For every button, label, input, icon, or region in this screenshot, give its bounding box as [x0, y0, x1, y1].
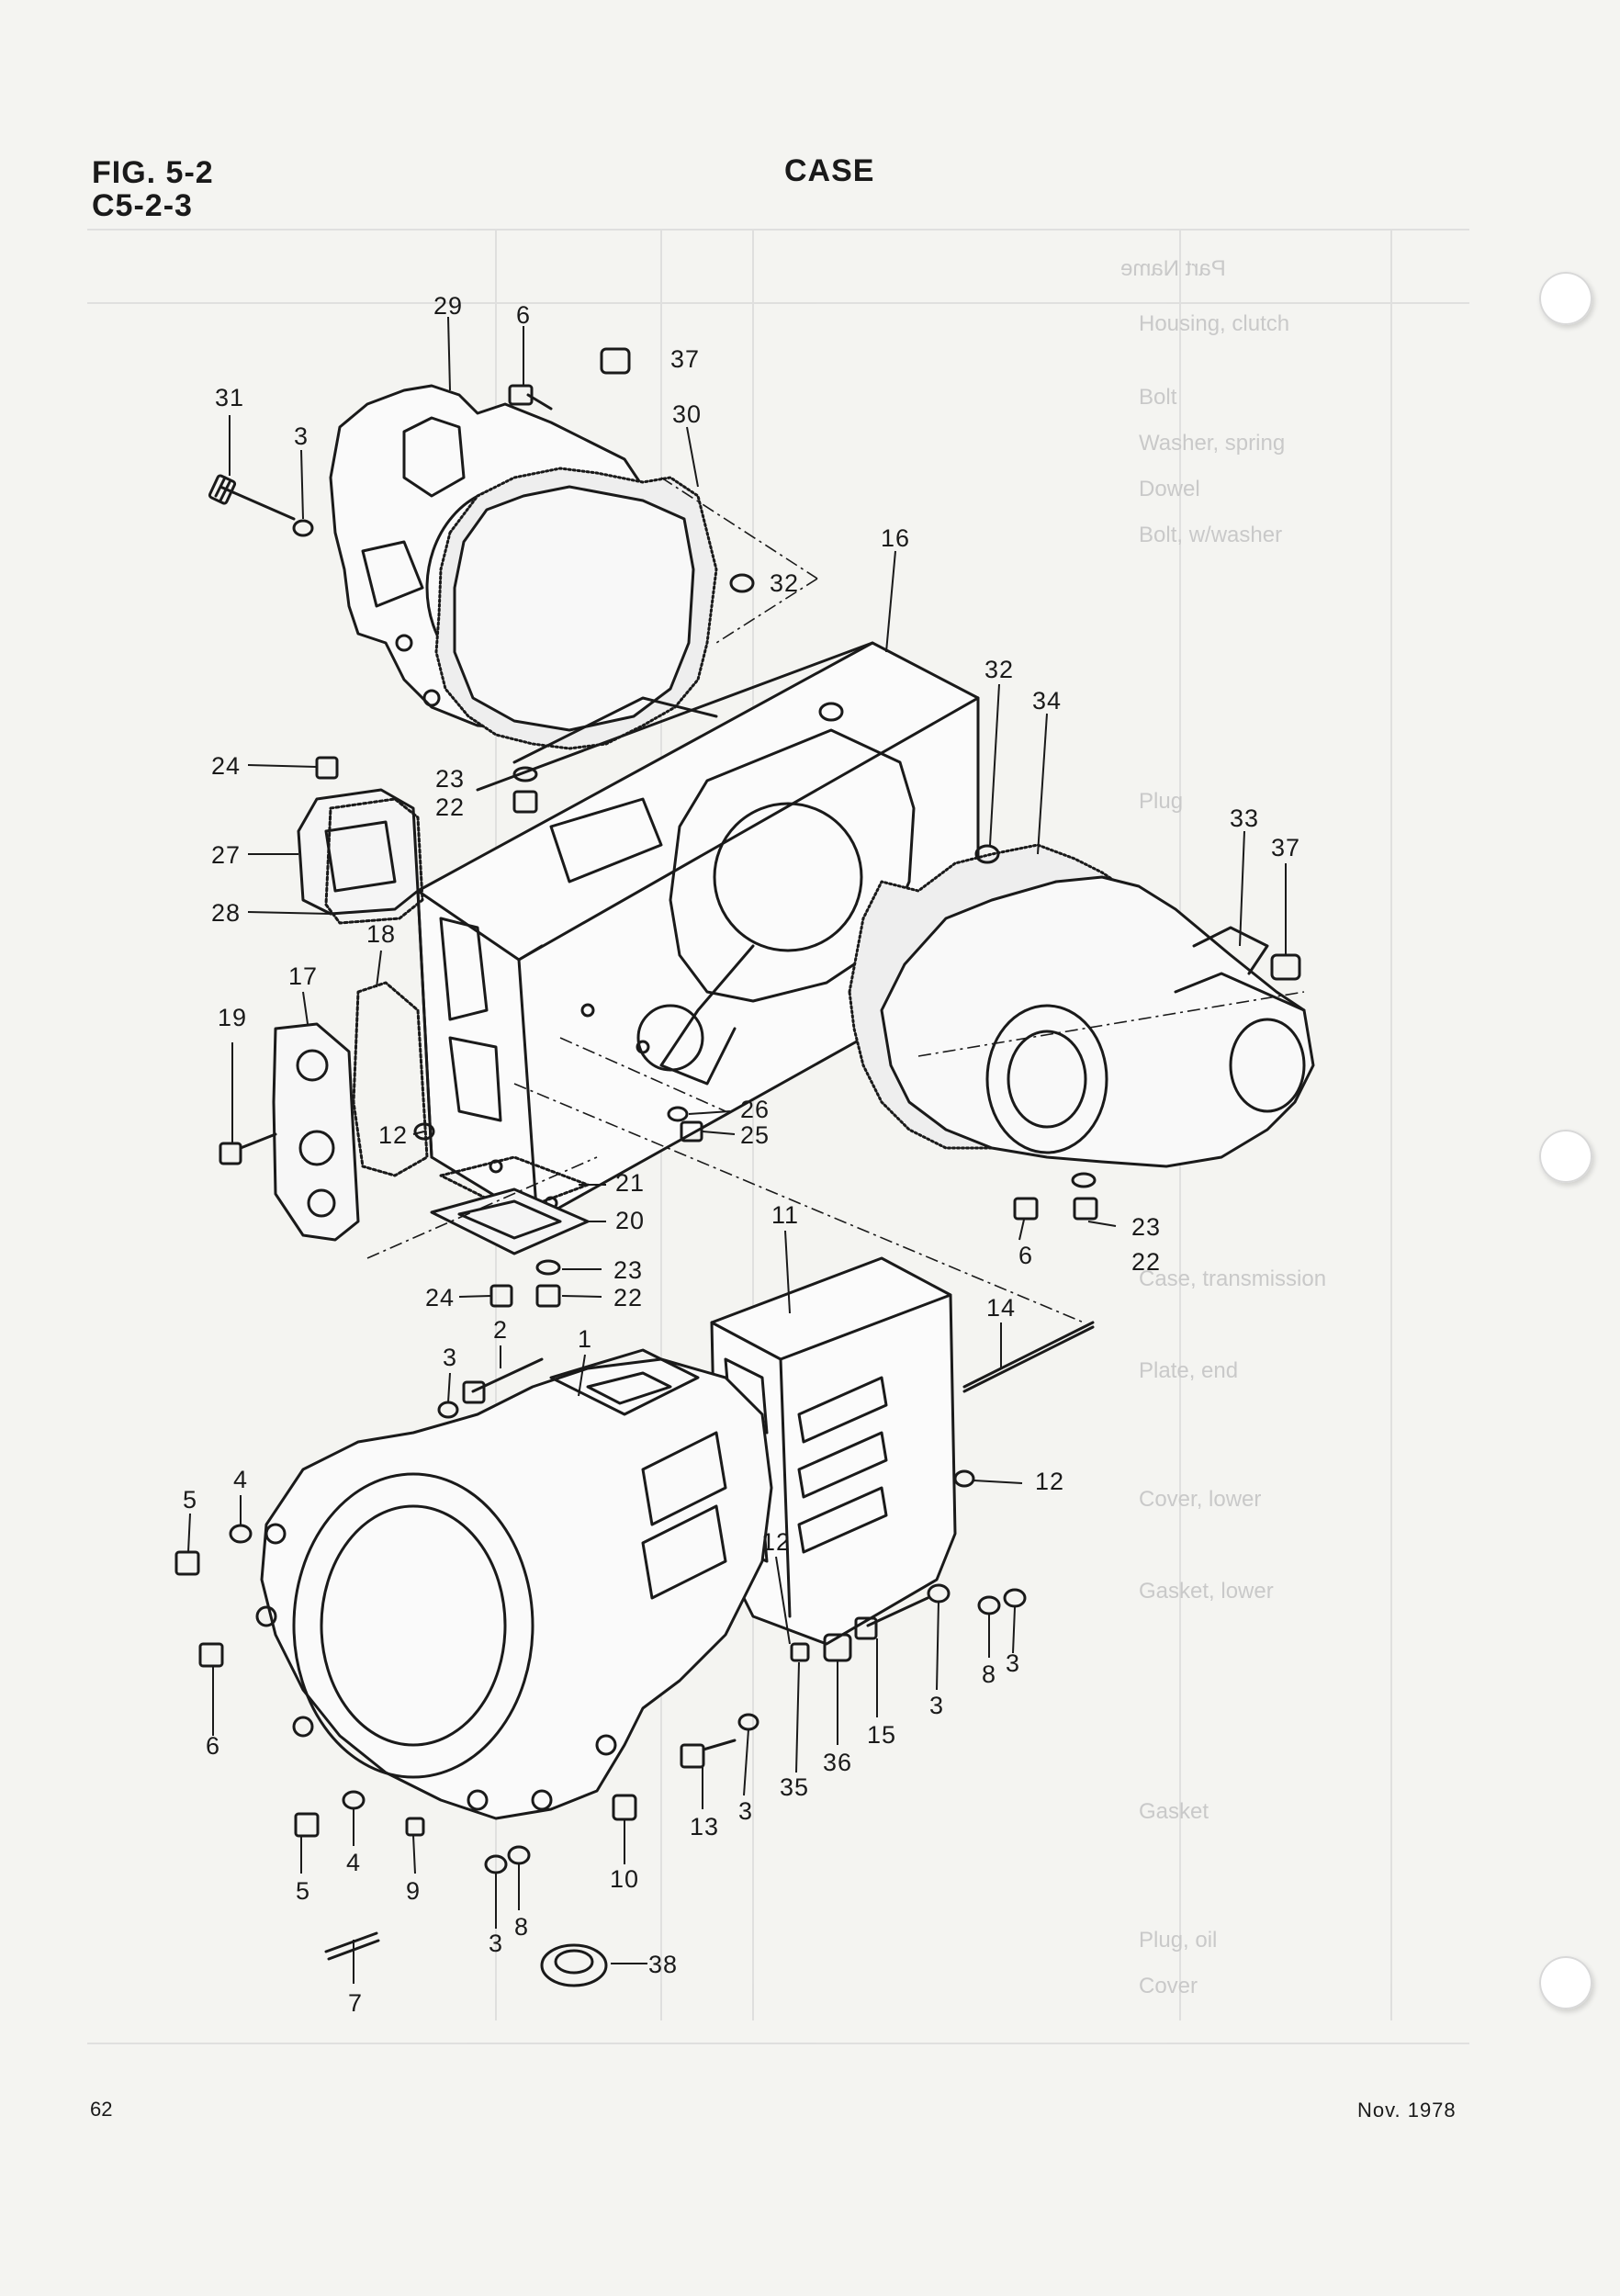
page-number: 62 [90, 2098, 113, 2121]
callout-29: 29 [433, 292, 463, 320]
ghost-row-3: Washer, spring [1139, 431, 1285, 456]
callout-17: 17 [288, 962, 318, 990]
punch-hole-middle [1539, 1130, 1592, 1183]
callout-18: 18 [366, 920, 396, 948]
hardware [174, 347, 1301, 1987]
callout-15: 15 [867, 1721, 896, 1749]
ghost-row-12: Plug, oil [1139, 1928, 1217, 1953]
ghost-row-9: Cover, lower [1139, 1487, 1261, 1512]
callout-25: 25 [740, 1121, 770, 1149]
callout-27: 27 [211, 841, 241, 869]
callout-31: 31 [215, 384, 244, 411]
callout-2: 2 [493, 1316, 508, 1344]
callout-6: 6 [206, 1732, 220, 1760]
callout-4: 4 [233, 1466, 248, 1493]
callout-8: 8 [514, 1913, 529, 1941]
leader-lines [187, 316, 1287, 1984]
ghost-row-10: Gasket, lower [1139, 1579, 1274, 1604]
ghost-row-5: Bolt, w/washer [1139, 523, 1282, 547]
callout-4: 4 [346, 1849, 361, 1876]
callout-22: 22 [435, 793, 465, 821]
callout-3: 3 [929, 1692, 944, 1719]
callout-14: 14 [986, 1294, 1016, 1322]
callout-7: 7 [348, 1989, 363, 2017]
callout-8: 8 [982, 1660, 996, 1688]
callout-5: 5 [296, 1877, 310, 1905]
punch-hole-bottom [1539, 1956, 1592, 2009]
callout-9: 9 [406, 1877, 421, 1905]
callout-1: 1 [578, 1325, 592, 1353]
callout-23: 23 [1131, 1213, 1161, 1241]
callout-3: 3 [443, 1344, 457, 1371]
figure-code: C5-2-3 [92, 188, 193, 223]
callout-23: 23 [435, 765, 465, 793]
show-through-text: Part Name Housing, clutch Bolt Washer, s… [1120, 256, 1326, 1998]
callout-34: 34 [1032, 687, 1062, 715]
callout-30: 30 [672, 400, 702, 428]
callout-32: 32 [770, 569, 799, 597]
callout-3: 3 [489, 1930, 503, 1957]
part-28-gasket [324, 797, 424, 925]
callout-5: 5 [183, 1486, 197, 1514]
callout-6: 6 [516, 301, 531, 329]
callout-33: 33 [1230, 805, 1259, 832]
centre-lines [366, 477, 1305, 1323]
ghost-row-7: Case, transmission [1139, 1266, 1326, 1291]
ghost-row-11: Gasket [1139, 1799, 1209, 1824]
part-18-gasket [352, 981, 429, 1177]
callout-36: 36 [823, 1749, 852, 1776]
ghost-row-13: Cover [1139, 1974, 1198, 1998]
part-33-housing-right [880, 875, 1315, 1168]
punch-hole-top [1539, 272, 1592, 325]
callout-11: 11 [771, 1201, 799, 1229]
callout-32: 32 [984, 656, 1014, 683]
callout-16: 16 [881, 524, 910, 552]
callout-35: 35 [780, 1773, 809, 1801]
callout-20: 20 [615, 1207, 645, 1234]
callout-21: 21 [615, 1169, 645, 1197]
ghost-row-6: Plug [1139, 789, 1183, 814]
part-27-cover [297, 788, 420, 916]
part-30-gasket [434, 467, 718, 750]
callout-23: 23 [613, 1256, 643, 1284]
callout-22: 22 [613, 1284, 643, 1311]
callout-22: 22 [1131, 1248, 1161, 1276]
ghost-row-4: Dowel [1139, 477, 1200, 501]
callout-3: 3 [294, 422, 309, 450]
callout-37: 37 [670, 345, 700, 373]
callout-19: 19 [218, 1004, 247, 1031]
callout-12: 12 [378, 1121, 408, 1149]
part-1-clutch-housing-lower [255, 1348, 773, 1820]
callout-12: 12 [1035, 1468, 1064, 1495]
callout-13: 13 [690, 1813, 719, 1840]
callout-24: 24 [211, 752, 241, 780]
callout-12: 12 [761, 1528, 791, 1556]
ghost-row-8: Plate, end [1139, 1358, 1238, 1383]
revision-date: Nov. 1978 [1357, 2099, 1457, 2122]
ghost-row-2: Bolt [1139, 385, 1177, 410]
callout-38: 38 [648, 1951, 678, 1978]
callout-28: 28 [211, 899, 241, 927]
ghost-part-name: Part Name [1120, 256, 1226, 281]
callout-26: 26 [740, 1096, 770, 1123]
callout-3: 3 [1006, 1649, 1020, 1677]
ghost-row-1: Housing, clutch [1139, 311, 1289, 336]
callout-37: 37 [1271, 834, 1300, 861]
page-title: CASE [784, 153, 875, 188]
callout-10: 10 [610, 1865, 639, 1893]
callout-6: 6 [1018, 1242, 1033, 1269]
callout-numbers: 29 6 37 31 3 30 16 32 32 34 24 23 22 33 … [183, 292, 1300, 2017]
figure-label: FIG. 5-2 [92, 155, 214, 190]
part-17-end-plate [272, 1022, 360, 1242]
callout-24: 24 [425, 1284, 455, 1311]
callout-3: 3 [738, 1797, 753, 1825]
